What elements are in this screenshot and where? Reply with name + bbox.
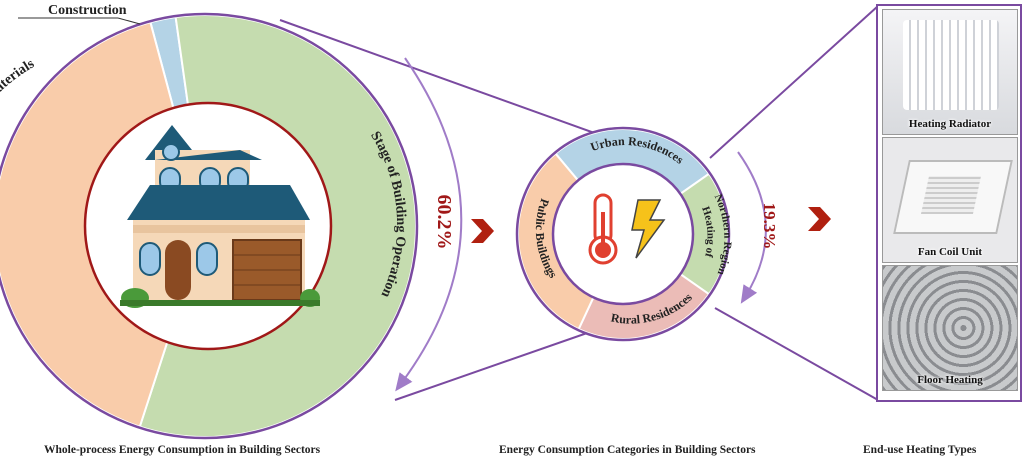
radiator-icon (903, 20, 999, 110)
heating-type-label: Floor Heating (917, 374, 983, 386)
floor-heating-tile: Floor Heating (882, 265, 1018, 391)
construction-label: Construction (48, 3, 127, 18)
whole-process-caption: Whole-process Energy Consumption in Buil… (44, 444, 321, 456)
heating-type-label: Heating Radiator (908, 118, 992, 130)
house-icon (120, 125, 320, 308)
heating-share-value: 19.3% (760, 203, 779, 250)
operation-share-arrow (395, 57, 463, 392)
categories-caption: Energy Consumption Categories in Buildin… (499, 444, 756, 456)
zoom-line-top-right (709, 5, 879, 159)
fan-coil-grille (920, 176, 982, 214)
categories-outer-border (515, 126, 731, 342)
heating-share-arrow (737, 151, 767, 304)
categories-inner-circle (551, 162, 695, 306)
zoom-line-top (279, 19, 601, 136)
heating-types-caption: End-use Heating Types (863, 444, 977, 456)
chevron-right-icon (808, 207, 831, 231)
chevron-right-icon (471, 219, 494, 243)
fan-coil-tile: Fan Coil Unit (882, 137, 1018, 263)
heating-type-label: Fan Coil Unit (917, 246, 983, 258)
whole-process-outer-border (0, 12, 419, 440)
thermometer-icon (588, 193, 618, 265)
heating-types-panel: Heating Radiator Fan Coil Unit Floor Hea… (876, 4, 1022, 402)
construction-leader (117, 17, 141, 25)
lightning-icon (631, 199, 666, 259)
zoom-line-bottom-right (714, 307, 879, 401)
operation-share-value: 60.2% (433, 195, 455, 250)
heating-radiator-tile: Heating Radiator (882, 9, 1018, 135)
zoom-line-bottom (394, 331, 591, 401)
